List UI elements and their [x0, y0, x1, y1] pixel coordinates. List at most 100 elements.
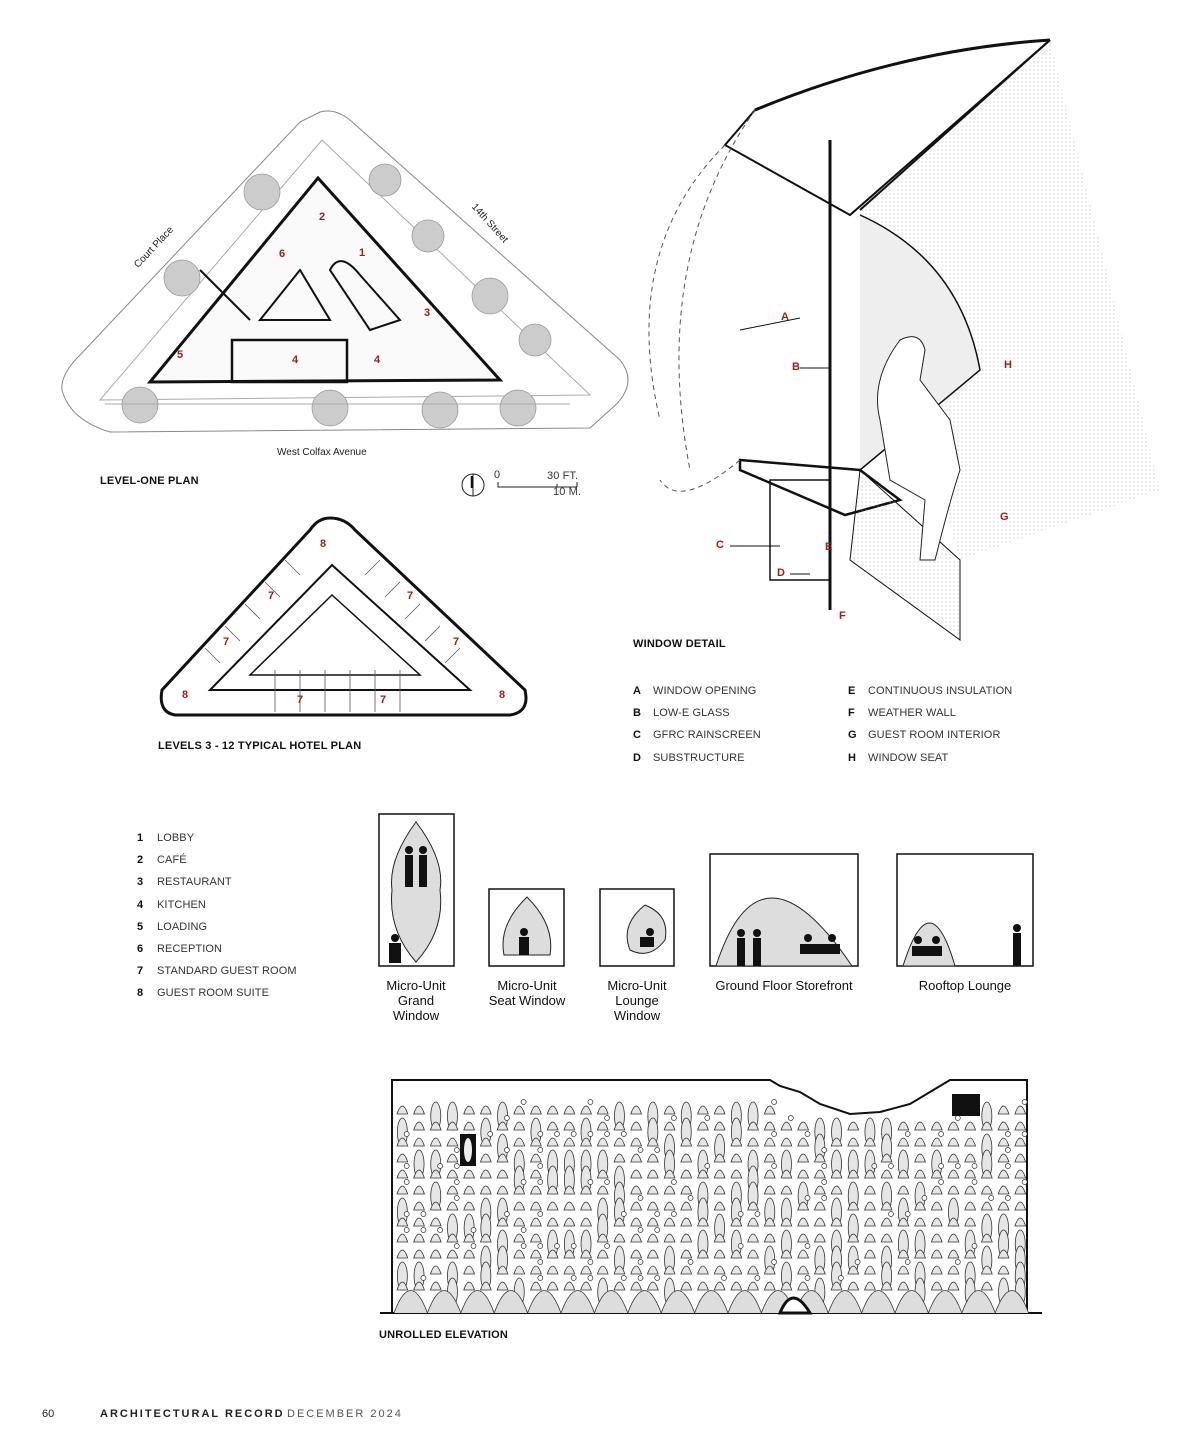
window-mark [697, 1105, 709, 1115]
window-mark [713, 1121, 726, 1131]
window-mark [554, 1131, 560, 1137]
window-mark [997, 1265, 1010, 1275]
window-mark [446, 1121, 459, 1131]
hotel-plan-drawing [159, 516, 528, 717]
window-mark [864, 1233, 876, 1243]
window-mark [864, 1217, 876, 1227]
window-mark [763, 1137, 776, 1147]
window-mark [663, 1217, 676, 1227]
storefront-arch [694, 1290, 729, 1314]
window-mark [637, 1195, 644, 1201]
window-mark [730, 1249, 743, 1259]
window-mark [930, 1201, 943, 1211]
window-mark [880, 1153, 893, 1163]
window-mark [630, 1105, 643, 1115]
callout-d: D [777, 567, 785, 579]
window-mark [429, 1169, 442, 1179]
window-mark [563, 1137, 576, 1147]
window-mark [697, 1121, 709, 1131]
window-mark [453, 1163, 460, 1169]
window-mark [530, 1281, 542, 1291]
window-mark [864, 1201, 876, 1211]
window-mark [797, 1153, 810, 1163]
window-mark [804, 1131, 811, 1137]
window-mark [546, 1201, 559, 1211]
window-mark [513, 1121, 526, 1131]
window-mark [804, 1243, 811, 1249]
window-mark [580, 1217, 592, 1227]
window-mark [904, 1131, 911, 1137]
window-mark [947, 1153, 960, 1163]
window-mark [864, 1169, 876, 1179]
window-mark [429, 1281, 442, 1291]
window-mark [888, 1163, 894, 1169]
window-mark [747, 1217, 759, 1227]
window-mark [671, 1115, 677, 1121]
legend-key: E [848, 685, 856, 697]
window-mark [580, 1105, 592, 1115]
scale-bar [497, 482, 578, 488]
level-one-plan-caption: LEVEL-ONE PLAN [100, 475, 199, 487]
entry-mark [777, 1296, 813, 1315]
window-mark [897, 1185, 910, 1195]
callout-b: B [792, 361, 800, 373]
window-mark [496, 1281, 509, 1291]
room-number: 5 [177, 349, 184, 361]
window-mark [980, 1121, 993, 1131]
window-mark [697, 1265, 709, 1275]
window-mark [930, 1169, 943, 1179]
window-mark [1014, 1137, 1027, 1147]
window-mark [403, 1227, 410, 1233]
window-type-label: Micro-Unit Seat Window [488, 978, 566, 1008]
legend-label: GUEST ROOM SUITE [157, 987, 270, 1000]
window-mark [654, 1275, 661, 1281]
callout-e: E [825, 541, 833, 553]
callout-a: A [781, 311, 789, 323]
window-mark [396, 1153, 409, 1163]
room-number: 3 [424, 307, 431, 319]
window-mark [563, 1265, 576, 1275]
window-mark [687, 1259, 694, 1265]
window-mark [1021, 1131, 1028, 1137]
window-mark [530, 1137, 542, 1147]
window-mark [663, 1233, 676, 1243]
window-mark [520, 1179, 527, 1185]
window-mark [530, 1249, 542, 1259]
window-mark [1014, 1169, 1027, 1179]
window-mark [463, 1201, 476, 1211]
window-mark [663, 1201, 676, 1211]
window-mark [797, 1249, 810, 1259]
window-mark [697, 1217, 709, 1227]
storefront-arch [627, 1290, 662, 1314]
window-mark [821, 1195, 828, 1201]
window-mark [413, 1201, 425, 1211]
window-mark [446, 1137, 459, 1147]
legend-label: CAFÉ [157, 854, 187, 867]
storefront-arch [961, 1290, 996, 1314]
window-mark [1014, 1105, 1027, 1115]
window-mark [537, 1147, 544, 1153]
window-mark [613, 1217, 626, 1227]
window-mark [671, 1179, 677, 1185]
window-type-label: Micro-Unit Lounge Window [607, 978, 667, 1023]
window-mark [646, 1137, 659, 1147]
window-mark [537, 1179, 544, 1185]
window-mark [563, 1281, 576, 1291]
window-mark [930, 1265, 943, 1275]
window-mark [847, 1121, 860, 1131]
window-mark [446, 1153, 459, 1163]
window-mark [403, 1211, 410, 1217]
window-mark [1005, 1195, 1011, 1201]
window-mark [396, 1169, 409, 1179]
hotel-plan-caption: LEVELS 3 - 12 TYPICAL HOTEL PLAN [158, 740, 362, 752]
window-mark [813, 1233, 826, 1243]
window-mark [646, 1169, 659, 1179]
window-mark [630, 1185, 643, 1195]
window-mark [479, 1169, 492, 1179]
window-mark [930, 1121, 943, 1131]
window-mark [713, 1249, 726, 1259]
window-mark [463, 1265, 476, 1275]
window-mark [713, 1233, 726, 1243]
